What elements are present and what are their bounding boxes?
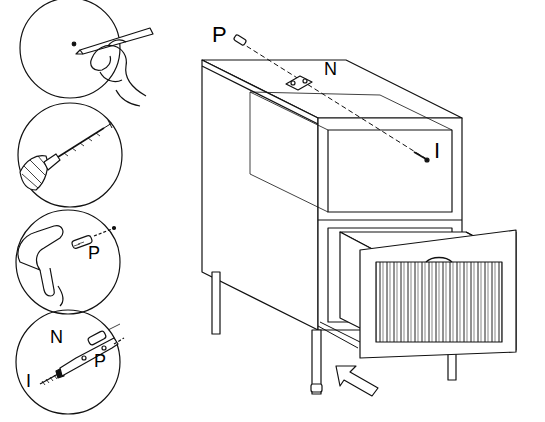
step-circle-dowel [16, 210, 120, 314]
wall-bracket [286, 76, 312, 90]
part-letter: P [94, 352, 106, 370]
fixing-line [240, 42, 428, 160]
push-arrow [336, 366, 378, 396]
screw [414, 152, 429, 162]
step-circle-drill [18, 103, 122, 207]
hand-pencil [72, 28, 153, 106]
wall-plug [233, 34, 246, 45]
drill [20, 120, 112, 190]
part-letter: N [50, 328, 63, 346]
part-letter: P [88, 244, 100, 262]
part-letter: N [324, 60, 337, 78]
screw-bracket-dowel [40, 324, 124, 385]
part-letter: I [434, 140, 440, 162]
part-letter: I [26, 372, 31, 390]
hammer-dowel [18, 226, 116, 306]
part-letter: P [212, 24, 227, 46]
drawer [318, 230, 516, 358]
step-circle-screw [16, 310, 120, 414]
step-circle-mark [20, 0, 120, 98]
